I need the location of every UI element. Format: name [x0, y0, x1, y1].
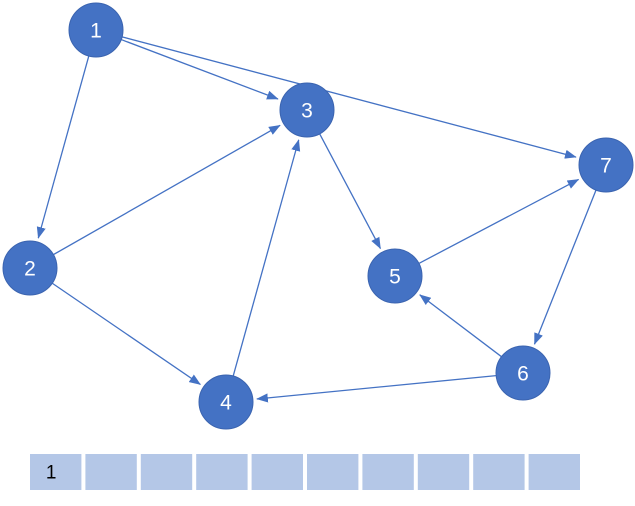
array-cell-1[interactable] — [83, 452, 139, 492]
node-circle-5[interactable] — [367, 248, 423, 304]
array-cell-4[interactable] — [249, 452, 306, 492]
graph-edge-3-to-5 — [319, 133, 382, 250]
graph-edge-2-to-4 — [51, 282, 201, 386]
array-cell-rect-8[interactable] — [471, 452, 527, 492]
graph-node-1[interactable]: 1 — [68, 2, 124, 58]
node-circle-2[interactable] — [2, 240, 58, 296]
node-circle-3[interactable] — [279, 82, 335, 138]
array-cell-rect-5[interactable] — [305, 452, 361, 492]
graph-node-7[interactable]: 7 — [578, 137, 634, 193]
array-cell-9[interactable] — [526, 452, 582, 492]
graph-edge-5-to-7 — [418, 178, 580, 265]
graph-node-2[interactable]: 2 — [2, 240, 58, 296]
array-cell-7[interactable] — [415, 452, 472, 492]
array-cell-2[interactable] — [138, 452, 195, 492]
graph-edge-1-to-2 — [36, 55, 90, 239]
nodes-layer: 1 2 3 4 5 6 7 — [2, 2, 634, 430]
array-cell-rect-4[interactable] — [249, 452, 306, 492]
node-circle-6[interactable] — [495, 345, 551, 401]
node-circle-1[interactable] — [68, 2, 124, 58]
graph-node-6[interactable]: 6 — [495, 345, 551, 401]
graph-edge-7-to-6 — [533, 189, 597, 345]
array-cell-rect-1[interactable] — [83, 452, 139, 492]
node-circle-4[interactable] — [198, 374, 254, 430]
graph-node-5[interactable]: 5 — [367, 248, 423, 304]
array-cell-rect-0[interactable] — [28, 452, 84, 492]
graph-edge-1-to-7 — [121, 36, 577, 159]
edges-layer — [36, 36, 597, 403]
visit-array: 1 — [28, 452, 582, 492]
graph-edge-2-to-3 — [53, 124, 281, 256]
node-circle-7[interactable] — [578, 137, 634, 193]
array-cell-0[interactable]: 1 — [28, 452, 84, 492]
array-cell-3[interactable] — [194, 452, 250, 492]
graph-edge-6-to-4 — [256, 374, 497, 403]
array-cell-rect-9[interactable] — [526, 452, 582, 492]
array-cell-5[interactable] — [305, 452, 361, 492]
graph-node-4[interactable]: 4 — [198, 374, 254, 430]
array-cell-8[interactable] — [471, 452, 527, 492]
graph-node-3[interactable]: 3 — [279, 82, 335, 138]
graph-edge-1-to-3 — [121, 38, 279, 100]
array-cell-rect-2[interactable] — [138, 452, 195, 492]
array-cell-rect-7[interactable] — [415, 452, 472, 492]
array-cell-rect-3[interactable] — [194, 452, 250, 492]
graph-edge-4-to-3 — [232, 139, 301, 377]
graph-edge-6-to-5 — [419, 294, 502, 358]
array-cell-rect-6[interactable] — [360, 452, 416, 492]
array-cell-6[interactable] — [360, 452, 416, 492]
